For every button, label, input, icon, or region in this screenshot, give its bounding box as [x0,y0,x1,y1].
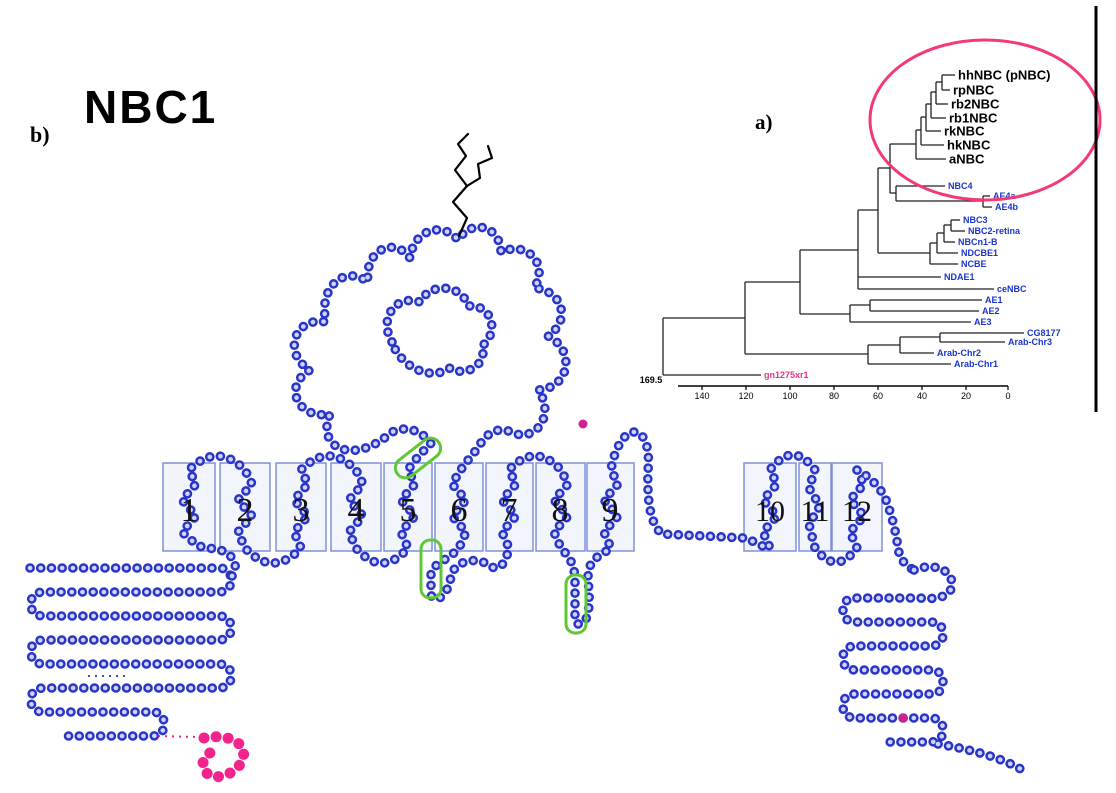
scale-tick-label: 140 [694,391,709,401]
scale-tick-label: 100 [782,391,797,401]
panel-a-label: a) [755,110,773,134]
tree-leaf-label: ceNBC [997,284,1027,294]
tree-leaf-label: hkNBC [947,138,991,153]
tree-leaf-label: NBC2-retina [968,226,1021,236]
tree-leaf-label: rpNBC [953,83,995,98]
tm-segment-number: 10 [755,495,785,528]
residue-chain [175,222,919,629]
tree-leaf-label: AE4a [993,191,1017,201]
figure-title: NBC1 [84,81,218,133]
tm-segment-number: 4 [348,492,365,529]
glycosylation-squiggle-icon [465,144,494,188]
tree-leaf-label: rb1NBC [949,111,998,126]
tree-leaf-label: rkNBC [944,124,985,139]
tree-leaf-label: NDAE1 [944,272,975,282]
scale-origin-label: 169.5 [640,375,663,385]
highlight-box [419,538,443,600]
scale-tick-label: 0 [1005,391,1010,401]
tree-leaf-label: NBC4 [948,181,973,191]
highlight-ellipse [868,38,1102,202]
residue-chain-core [178,224,917,627]
residue-chain-core [27,565,234,739]
tree-leaf-label: AE4b [995,202,1019,212]
terminal-pink-beads [197,731,250,783]
tree-leaf-label: aNBC [949,152,985,167]
residue-chain-core [384,285,495,376]
tree-leaf-label: rb2NBC [951,97,1000,112]
glycosylation-squiggle-icon [451,132,470,238]
residue-chain [838,562,1033,779]
marked-residue-dot [898,713,908,723]
highlight-box [564,573,588,635]
tree-leaf-label: AE2 [982,306,1000,316]
tm-segment-number: 6 [451,492,468,529]
tm-segment-number: 9 [602,492,619,529]
tree-leaf-label: CG8177 [1027,328,1061,338]
scale-tick-label: 120 [738,391,753,401]
tm-segment-number: 8 [552,492,569,529]
scale-tick-label: 80 [829,391,839,401]
residue-chain-core [840,564,1031,777]
tree-leaf-label: NBC3 [963,215,988,225]
tree-leaf-label: NBCn1-B [958,237,998,247]
tree-leaf-label: NDCBE1 [961,248,998,258]
tree-leaf-label: Arab-Chr3 [1008,337,1052,347]
tree-leaf-label: AE3 [974,317,992,327]
tm-segment-number: 12 [842,495,872,528]
scale-tick-label: 40 [917,391,927,401]
tm-segment-number: 1 [181,492,198,529]
tm-segment-number: 11 [801,495,830,528]
marked-residue-dot [578,419,588,429]
panel-b-label: b) [30,122,50,147]
tm-segment-number: 3 [293,492,310,529]
tree-leaf-label: Arab-Chr1 [954,359,998,369]
tree-leaf-label: Arab-Chr2 [937,348,981,358]
tree-leaf-label: hhNBC (pNBC) [958,68,1050,83]
tree-leaf-label: gn1275xr1 [764,370,809,380]
tm-segment-number: 7 [501,492,518,529]
highlight-box [393,436,443,480]
scale-tick-label: 60 [873,391,883,401]
dotted-connector [157,735,199,738]
tree-leaf-label: NCBE [961,259,987,269]
residue-chain [382,283,497,378]
tm-segment-number: 5 [400,492,417,529]
tree-leaf-label: AE1 [985,295,1003,305]
tm-segment-number: 2 [237,492,254,529]
scale-tick-label: 20 [961,391,971,401]
